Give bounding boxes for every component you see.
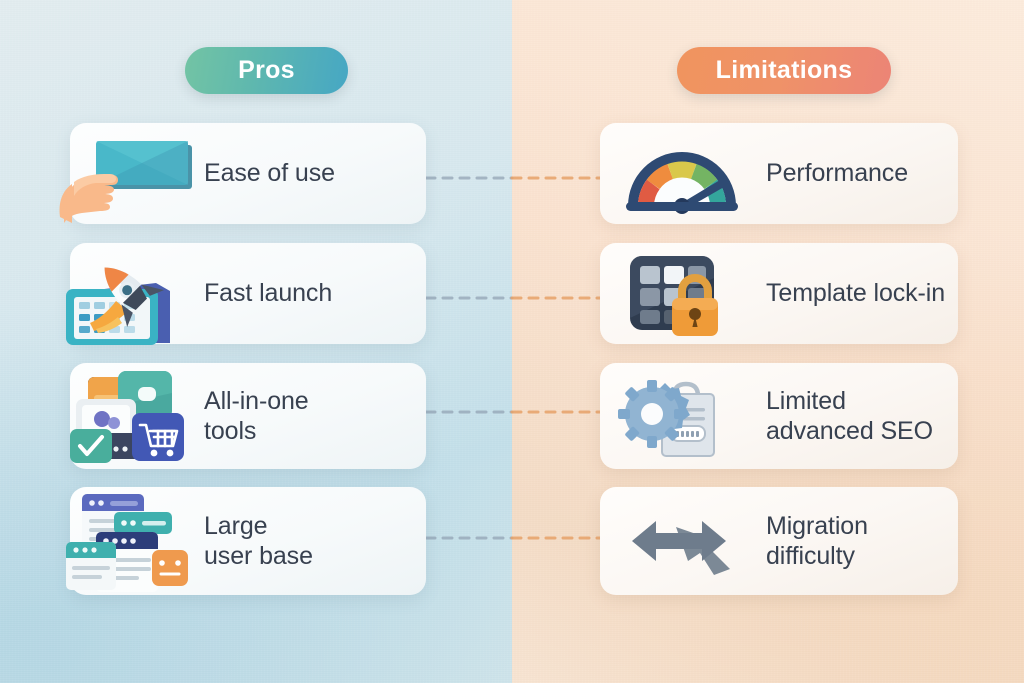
pros-card-ease-of-use[interactable]: Ease of use <box>59 123 426 224</box>
limitations-header-label: Limitations <box>715 56 853 84</box>
hand-pointing-at-button-icon <box>52 119 202 229</box>
limitation-card-migration-difficulty[interactable]: Migration difficulty <box>600 487 958 595</box>
pros-header-badge: Pros <box>185 47 348 94</box>
pros-label-1: Ease of use <box>204 159 335 188</box>
gear-and-tag-icon <box>618 366 758 466</box>
pros-card-large-user-base[interactable]: Large user base <box>66 487 426 595</box>
stacked-browser-windows-icon <box>52 486 202 596</box>
limitation-card-performance[interactable]: Performance <box>600 123 958 224</box>
limitation-label-1: Performance <box>766 159 909 188</box>
app-tiles-cart-icon <box>52 361 202 471</box>
pros-label-4: Large user base <box>204 511 313 571</box>
bidirectional-arrows-icon <box>618 491 758 591</box>
limitation-card-limited-advanced-seo[interactable]: Limited advanced SEO <box>600 363 958 469</box>
limitation-label-3: Limited advanced SEO <box>766 386 933 446</box>
rocket-launch-calendar-icon <box>52 239 202 349</box>
pros-header-label: Pros <box>238 56 295 84</box>
pros-label-3: All-in-one tools <box>204 386 309 446</box>
pros-label-2: Fast launch <box>204 279 333 308</box>
pros-card-fast-launch[interactable]: Fast launch <box>66 243 426 345</box>
limitation-card-template-lock-in[interactable]: Template lock-in <box>600 243 958 344</box>
grid-panel-padlock-icon <box>618 244 758 344</box>
pros-card-all-in-one-tools[interactable]: All-in-one tools <box>70 363 426 469</box>
speedometer-gauge-icon <box>618 124 758 224</box>
limitation-label-4: Migration difficulty <box>766 511 868 571</box>
limitation-label-2: Template lock-in <box>766 279 946 308</box>
limitations-header-badge: Limitations <box>677 47 891 94</box>
